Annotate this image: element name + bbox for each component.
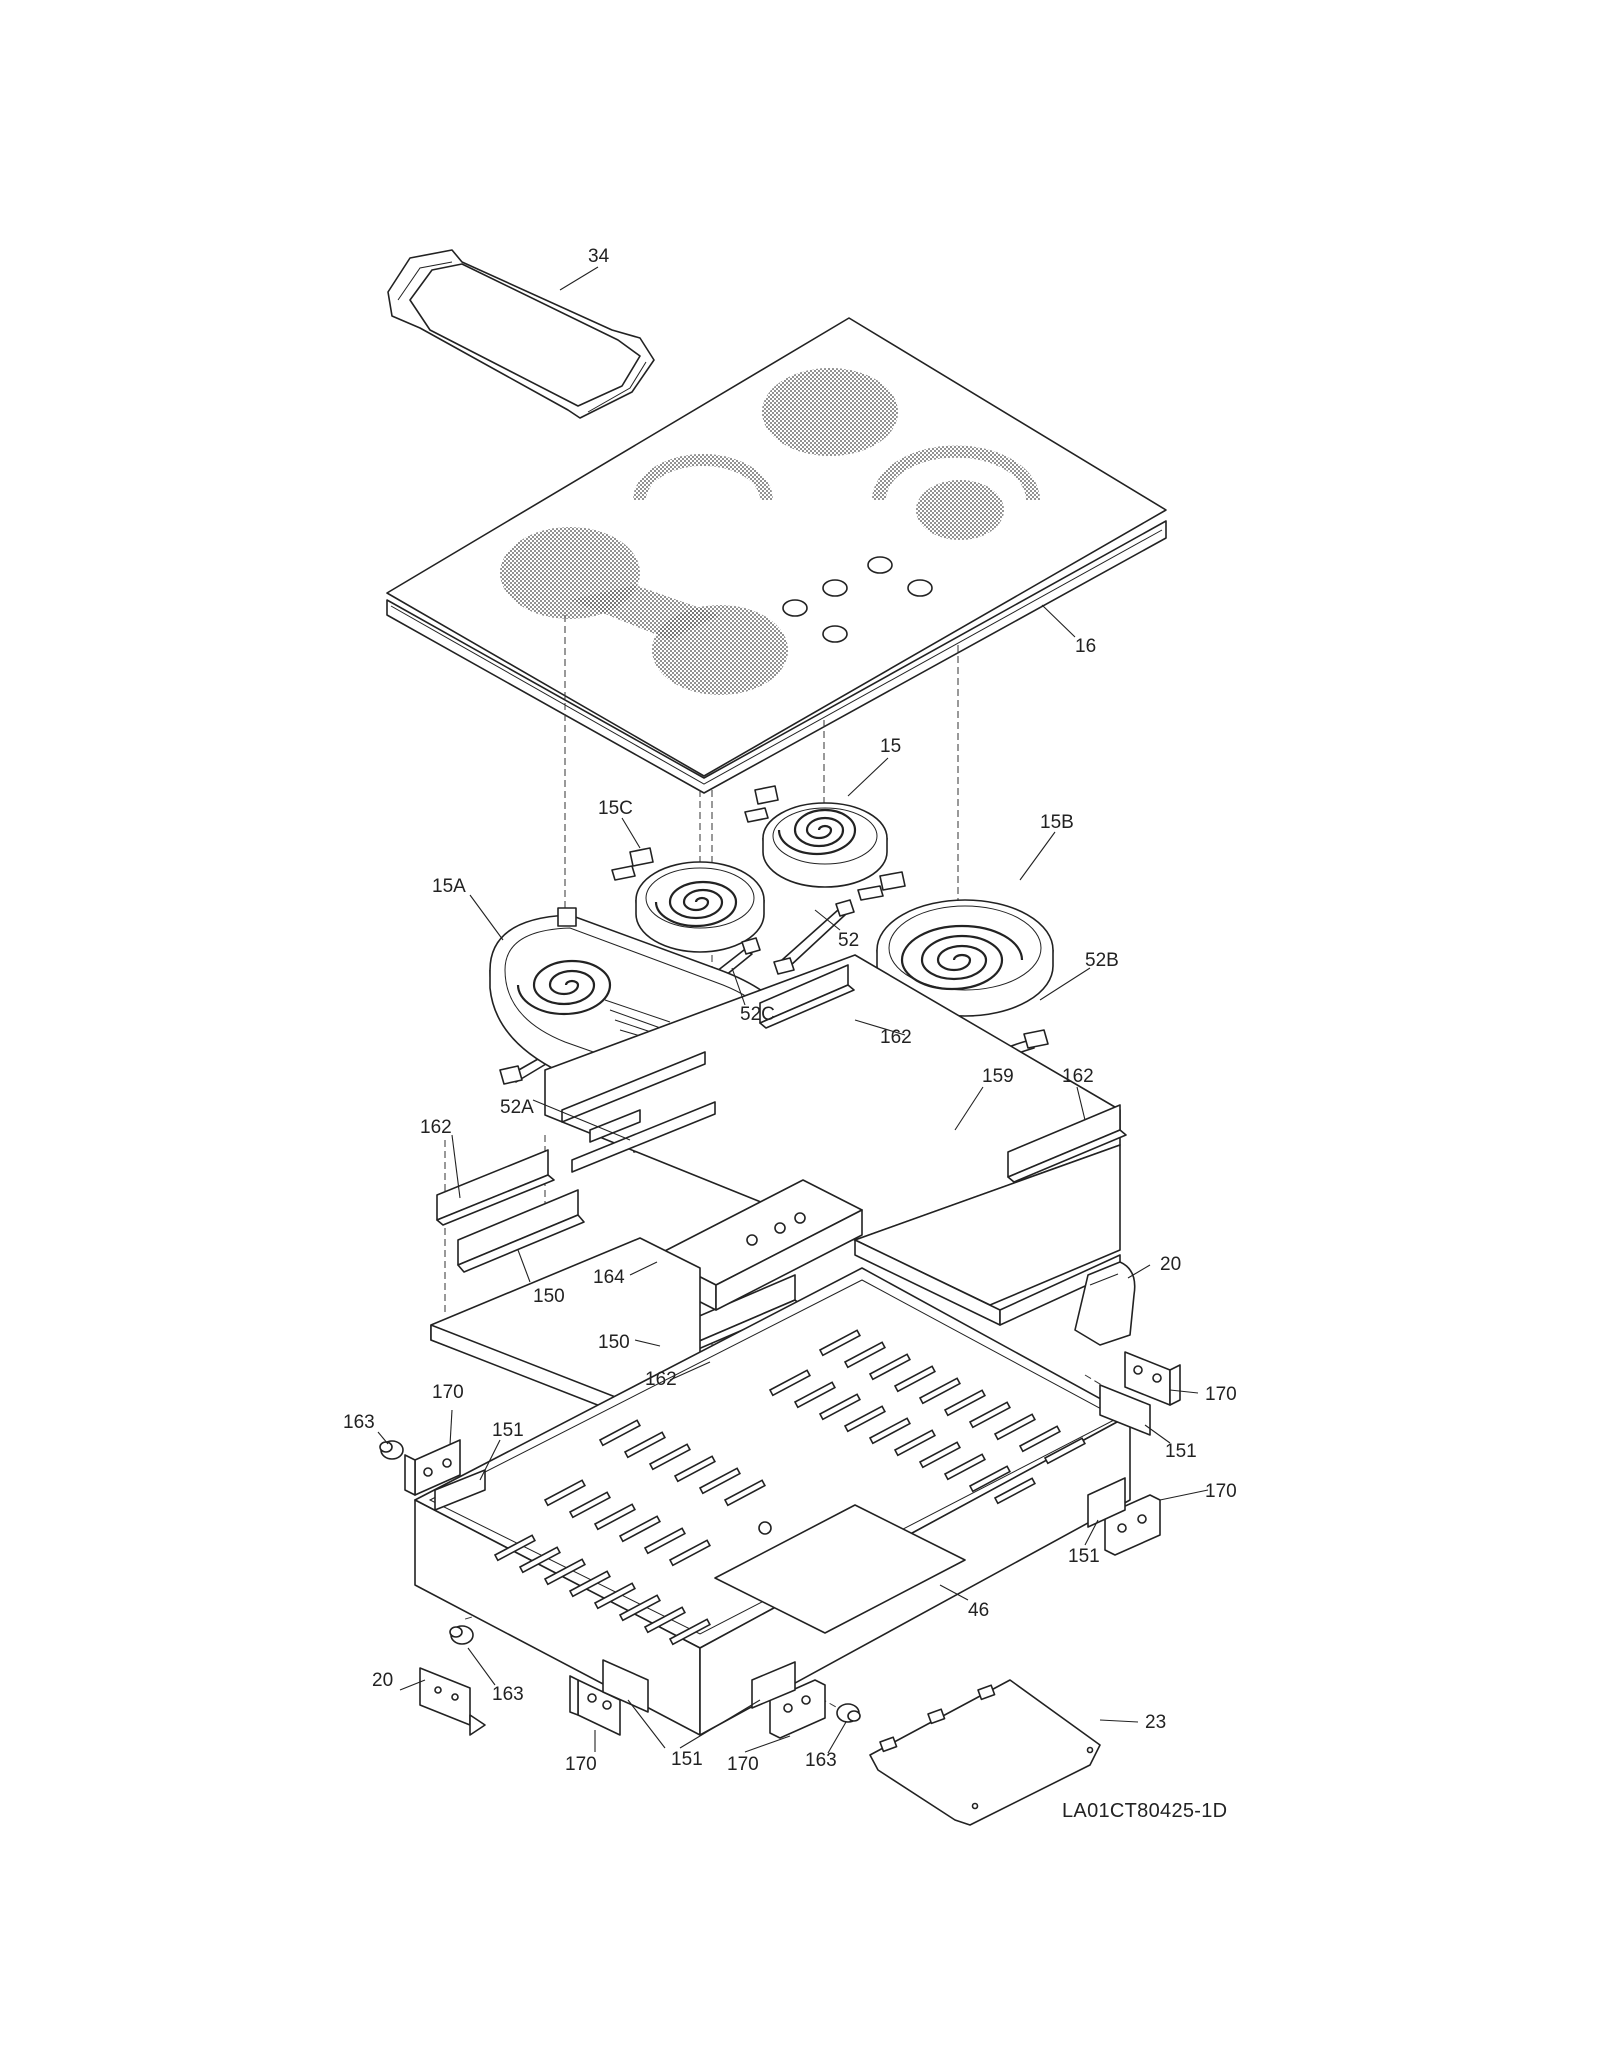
label-159: 159 xyxy=(982,1066,1014,1087)
label-15a: 15A xyxy=(432,876,466,897)
label-151-right: 151 xyxy=(1068,1546,1100,1567)
radiant-element-15 xyxy=(744,785,888,888)
label-163-bottom: 163 xyxy=(805,1750,837,1771)
mount-bracket-170-upper-left xyxy=(404,1439,461,1496)
label-170-bottom-right: 170 xyxy=(727,1754,759,1775)
label-52: 52 xyxy=(838,930,859,951)
label-52c: 52C xyxy=(740,1004,775,1025)
label-16: 16 xyxy=(1075,636,1096,657)
label-170-upper-right: 170 xyxy=(1205,1384,1237,1405)
glass-cooktop-part xyxy=(386,317,1167,794)
grommet-163-bottom xyxy=(836,1703,861,1723)
bracket-52 xyxy=(773,899,855,975)
heat-shield-162-right xyxy=(1007,1104,1127,1183)
label-170-right: 170 xyxy=(1205,1481,1237,1502)
label-150-left: 150 xyxy=(533,1286,565,1307)
label-15c: 15C xyxy=(598,798,633,819)
grommet-163-upper-left xyxy=(379,1440,404,1460)
label-162-right: 162 xyxy=(1062,1066,1094,1087)
radiant-element-15c xyxy=(611,847,765,953)
callout-labels: 34 16 15 15B 15C 15A 52 52B 52C 162 52A … xyxy=(343,246,1237,1775)
label-163-left: 163 xyxy=(492,1684,524,1705)
spacer-151-upper-right xyxy=(1099,1384,1151,1436)
label-52b: 52B xyxy=(1085,950,1119,971)
mount-bracket-170-bottom-right xyxy=(751,1661,826,1739)
label-23: 23 xyxy=(1145,1712,1166,1733)
mount-bracket-20-right xyxy=(1074,1261,1136,1346)
label-151-bottom: 151 xyxy=(671,1749,703,1770)
griddle-part xyxy=(387,249,655,419)
label-151-upper-right: 151 xyxy=(1165,1441,1197,1462)
document-code: LA01CT80425-1D xyxy=(1062,1800,1228,1822)
spacer-151-upper-left xyxy=(434,1469,486,1511)
label-162-lower: 162 xyxy=(645,1369,677,1390)
heat-shield-162-left xyxy=(436,1149,555,1226)
label-20-right: 20 xyxy=(1160,1254,1181,1275)
cover-plate-23 xyxy=(869,1679,1101,1826)
label-170-bottom-left: 170 xyxy=(565,1754,597,1775)
heat-shield-162-center xyxy=(759,964,855,1029)
label-170-upper-left: 170 xyxy=(432,1382,464,1403)
label-163-upper-left: 163 xyxy=(343,1412,375,1433)
insulation-plate-150-left xyxy=(457,1051,716,1273)
label-34: 34 xyxy=(588,246,610,267)
label-164: 164 xyxy=(593,1267,625,1288)
grommet-163-left xyxy=(449,1625,474,1645)
vent-slots xyxy=(493,1329,1086,1646)
label-46: 46 xyxy=(968,1600,989,1621)
spacer-151-right xyxy=(1087,1477,1126,1528)
label-15: 15 xyxy=(880,736,901,757)
label-162-center: 162 xyxy=(880,1027,912,1048)
label-52a: 52A xyxy=(500,1097,534,1118)
panel-159 xyxy=(544,954,1121,1326)
label-151-upper-left: 151 xyxy=(492,1420,524,1441)
label-162-left: 162 xyxy=(420,1117,452,1138)
label-20-left: 20 xyxy=(372,1670,393,1691)
leader-lines xyxy=(377,266,1209,1754)
label-150-center: 150 xyxy=(598,1332,630,1353)
mount-bracket-20-left xyxy=(419,1667,486,1736)
spacer-151-bottom xyxy=(602,1659,649,1713)
label-15b: 15B xyxy=(1040,812,1074,833)
mount-bracket-170-upper-right xyxy=(1124,1351,1181,1406)
